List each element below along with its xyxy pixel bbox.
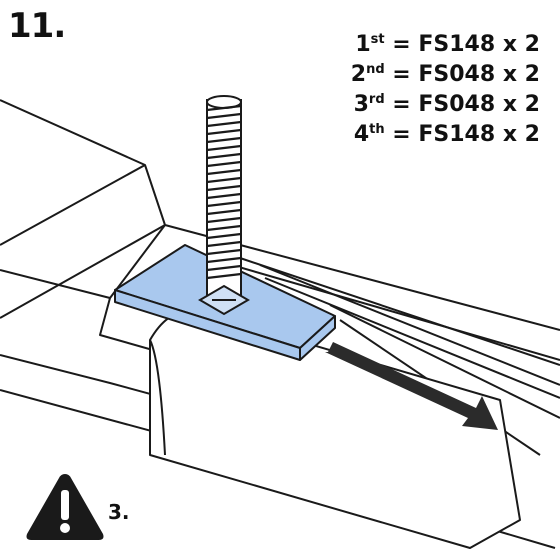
part-ordinal: 1 xyxy=(355,32,371,57)
part-ordinal: 4 xyxy=(353,122,370,147)
warning-reference: 3. xyxy=(108,500,130,524)
part-line-4: 4th = FS148 x 2 xyxy=(351,120,540,150)
part-ordinal: 2 xyxy=(350,62,367,87)
part-ordinal-suffix: th xyxy=(369,122,385,137)
parts-list: 1st = FS148 x 2 2nd = FS048 x 2 3rd = FS… xyxy=(351,30,540,150)
step-number: 11. xyxy=(8,6,66,46)
part-spec: = FS048 x 2 xyxy=(384,92,540,117)
slide-direction-arrow xyxy=(325,342,498,430)
part-ordinal: 3 xyxy=(353,92,369,117)
part-ordinal-suffix: nd xyxy=(366,62,385,77)
part-spec: = FS148 x 2 xyxy=(384,122,540,147)
warning-triangle-icon xyxy=(26,474,104,540)
part-line-2: 2nd = FS048 x 2 xyxy=(351,60,540,90)
threaded-bolt xyxy=(198,95,250,316)
part-ordinal-suffix: st xyxy=(370,32,385,47)
part-line-3: 3rd = FS048 x 2 xyxy=(351,90,540,120)
part-ordinal-suffix: rd xyxy=(368,92,385,107)
part-spec: = FS048 x 2 xyxy=(384,62,540,87)
part-spec: = FS148 x 2 xyxy=(384,32,540,57)
part-line-1: 1st = FS148 x 2 xyxy=(351,30,540,60)
